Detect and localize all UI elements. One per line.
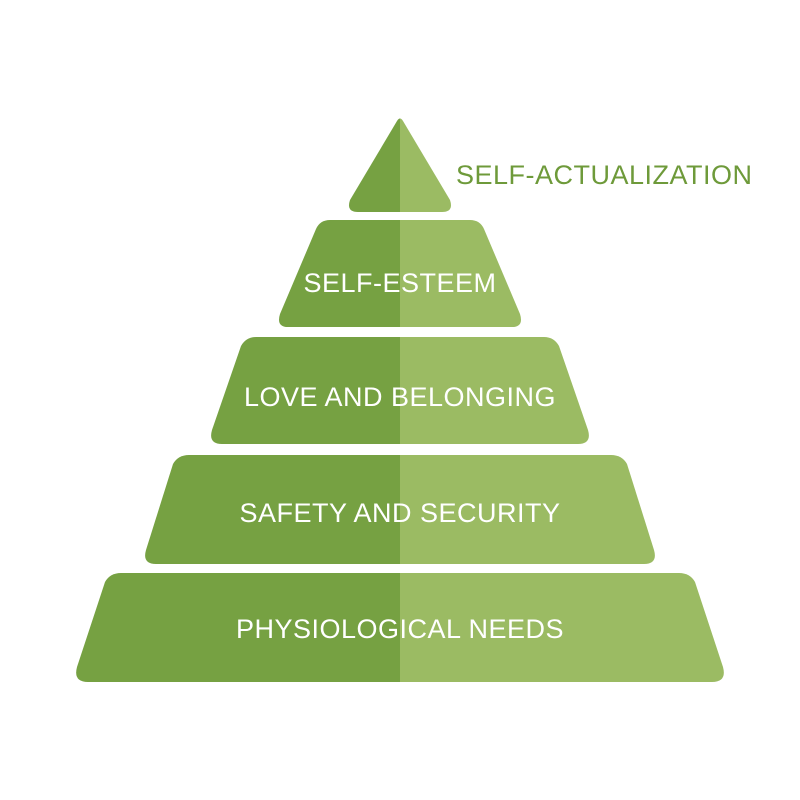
tier-label-love-and-belonging: LOVE AND BELONGING — [244, 382, 556, 412]
pyramid-tier-physiological-needs: PHYSIOLOGICAL NEEDS — [76, 573, 724, 682]
pyramid-tier-safety-and-security: SAFETY AND SECURITY — [145, 455, 655, 564]
pyramid-tier-self-esteem: SELF-ESTEEM — [279, 220, 521, 327]
apex-label-self-actualization: SELF-ACTUALIZATION — [456, 160, 753, 190]
tier-label-physiological-needs: PHYSIOLOGICAL NEEDS — [236, 614, 564, 644]
tier-label-safety-and-security: SAFETY AND SECURITY — [239, 498, 560, 528]
pyramid-tier-love-and-belonging: LOVE AND BELONGING — [211, 337, 589, 444]
tier-label-self-esteem: SELF-ESTEEM — [303, 268, 496, 298]
pyramid-apex — [349, 118, 451, 212]
